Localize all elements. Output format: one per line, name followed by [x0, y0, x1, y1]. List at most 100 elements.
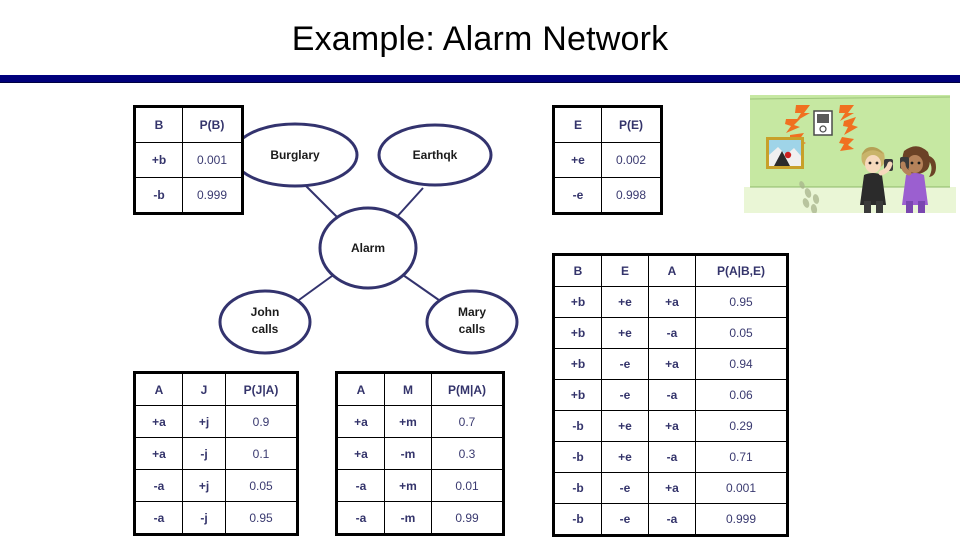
- cpt-cell: 0.05: [225, 469, 298, 502]
- cpt-header-cell: A: [336, 372, 385, 406]
- cpt-cell: -e: [553, 177, 602, 214]
- table-row: -b 0.999: [134, 177, 243, 214]
- cpt-cell: +m: [384, 469, 432, 502]
- person-mary-icon: [900, 146, 936, 213]
- cpt-cell: +b: [134, 142, 183, 178]
- cpt-header-cell: P(A|B,E): [695, 254, 788, 287]
- node-earthquake[interactable]: Earthqk: [377, 123, 493, 187]
- table-row: +a -j 0.1: [134, 437, 298, 470]
- cpt-cell: +b: [553, 286, 602, 318]
- cpt-cell: 0.998: [601, 177, 662, 214]
- cpt-cell: 0.001: [695, 472, 788, 504]
- cpt-header-cell: A: [648, 254, 696, 287]
- cpt-cell: 0.99: [431, 501, 504, 535]
- cpt-cell: -e: [601, 379, 649, 411]
- cpt-cell: 0.9: [225, 405, 298, 438]
- page-title: Example: Alarm Network: [291, 20, 669, 58]
- cpt-table-marycalls: A M P(M|A) +a +m 0.7 +a -m 0.3 -a +m 0.0…: [335, 371, 505, 536]
- table-row: E P(E): [553, 106, 662, 143]
- cpt-cell: -b: [553, 472, 602, 504]
- cpt-table-alarm: B E A P(A|B,E) +b +e +a 0.95 +b +e -a 0.…: [552, 253, 789, 537]
- cpt-cell: 0.71: [695, 441, 788, 473]
- cpt-table-earthquake: E P(E) +e 0.002 -e 0.998: [552, 105, 663, 215]
- cpt-header-cell: E: [601, 254, 649, 287]
- table-row: +b -e +a 0.94: [553, 348, 788, 380]
- cpt-cell: +j: [182, 469, 226, 502]
- node-alarm-label: Alarm: [351, 241, 385, 255]
- cpt-header-cell: P(E): [601, 106, 662, 143]
- cpt-cell: +b: [553, 348, 602, 380]
- cpt-cell: -b: [553, 410, 602, 442]
- cpt-cell: +a: [648, 410, 696, 442]
- table-row: -b +e +a 0.29: [553, 410, 788, 442]
- cpt-cell: 0.94: [695, 348, 788, 380]
- node-burglary[interactable]: Burglary: [231, 122, 359, 188]
- node-mary-calls-label-line1: Mary: [458, 305, 486, 319]
- table-row: +b 0.001: [134, 142, 243, 178]
- cpt-cell: +a: [648, 348, 696, 380]
- floor-shape: [744, 187, 956, 213]
- cpt-cell: +a: [648, 286, 696, 318]
- cpt-header-cell: P(M|A): [431, 372, 504, 406]
- cpt-header-cell: P(B): [182, 106, 243, 143]
- cpt-cell: +a: [648, 472, 696, 504]
- cpt-cell: 0.05: [695, 317, 788, 349]
- table-row: -b +e -a 0.71: [553, 441, 788, 473]
- cpt-cell: 0.95: [225, 501, 298, 535]
- table-row: +a -m 0.3: [336, 437, 504, 470]
- table-row: A M P(M|A): [336, 372, 504, 406]
- node-alarm[interactable]: Alarm: [318, 206, 418, 290]
- cpt-cell: +a: [336, 437, 385, 470]
- table-row: +a +j 0.9: [134, 405, 298, 438]
- cpt-header-cell: J: [182, 372, 226, 406]
- table-row: +b -e -a 0.06: [553, 379, 788, 411]
- cpt-cell: -a: [648, 441, 696, 473]
- alarm-box-icon: [813, 110, 833, 136]
- cpt-cell: +e: [601, 410, 649, 442]
- cpt-header-cell: B: [553, 254, 602, 287]
- node-john-calls[interactable]: John calls: [218, 289, 312, 355]
- table-row: -a -j 0.95: [134, 501, 298, 535]
- cpt-cell: -j: [182, 437, 226, 470]
- table-row: +e 0.002: [553, 142, 662, 178]
- cpt-table-burglary: B P(B) +b 0.001 -b 0.999: [133, 105, 244, 215]
- cpt-header-cell: P(J|A): [225, 372, 298, 406]
- node-mary-calls[interactable]: Mary calls: [425, 289, 519, 355]
- cpt-cell: -a: [648, 379, 696, 411]
- cpt-cell: +e: [601, 441, 649, 473]
- cpt-cell: +e: [601, 286, 649, 318]
- alarm-ray-icon: [785, 105, 858, 151]
- cpt-cell: -a: [134, 469, 183, 502]
- cpt-cell: 0.3: [431, 437, 504, 470]
- footprints-icon: [799, 181, 820, 213]
- cpt-table-johncalls: A J P(J|A) +a +j 0.9 +a -j 0.1 -a +j 0.0…: [133, 371, 299, 536]
- table-row: -b -e +a 0.001: [553, 472, 788, 504]
- cpt-cell: 0.999: [182, 177, 243, 214]
- cpt-cell: -e: [601, 348, 649, 380]
- cpt-header-cell: M: [384, 372, 432, 406]
- ceiling-line: [749, 96, 951, 100]
- cpt-cell: -j: [182, 501, 226, 535]
- cpt-cell: +a: [134, 437, 183, 470]
- cpt-cell: +b: [553, 317, 602, 349]
- table-row: B E A P(A|B,E): [553, 254, 788, 287]
- table-row: B P(B): [134, 106, 243, 143]
- table-row: -e 0.998: [553, 177, 662, 214]
- bayes-network-graph: Burglary Earthqk Alarm John calls Ma: [180, 100, 560, 360]
- cpt-cell: 0.002: [601, 142, 662, 178]
- cpt-cell: 0.1: [225, 437, 298, 470]
- cpt-cell: +b: [553, 379, 602, 411]
- cpt-cell: 0.001: [182, 142, 243, 178]
- table-row: +b +e -a 0.05: [553, 317, 788, 349]
- table-row: +b +e +a 0.95: [553, 286, 788, 318]
- framed-picture-icon: [766, 137, 804, 169]
- cpt-cell: -b: [134, 177, 183, 214]
- cpt-cell: 0.95: [695, 286, 788, 318]
- cpt-cell: -e: [601, 472, 649, 504]
- cpt-header-cell: E: [553, 106, 602, 143]
- cpt-cell: 0.06: [695, 379, 788, 411]
- alarm-scene-clipart: [744, 93, 956, 213]
- cpt-cell: -b: [553, 441, 602, 473]
- node-mary-calls-label-line2: calls: [459, 322, 486, 336]
